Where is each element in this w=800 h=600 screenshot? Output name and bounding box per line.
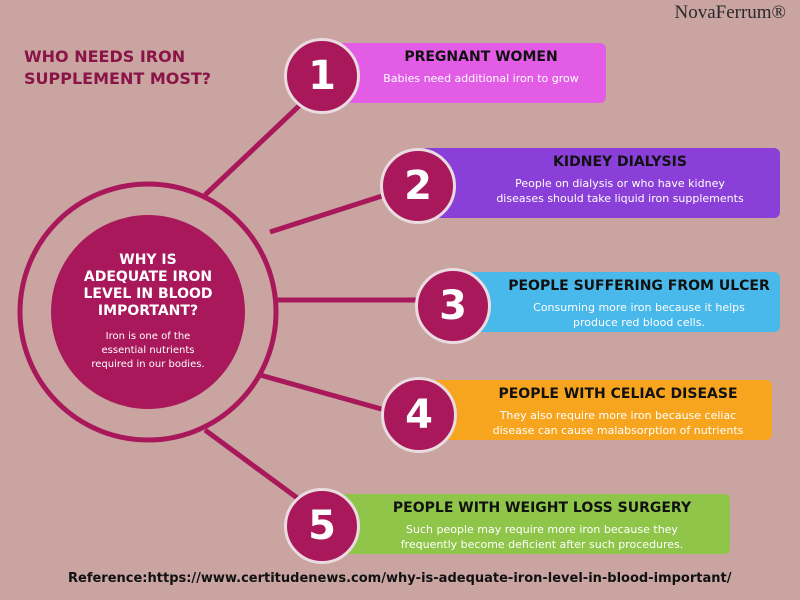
- center-circle: WHY IS ADEQUATE IRON LEVEL IN BLOOD IMPO…: [51, 215, 245, 409]
- outer-ring: [17, 181, 279, 443]
- item-number-4: 4: [381, 377, 457, 453]
- connector-4: [259, 372, 386, 413]
- brand-logo: NovaFerrum®: [674, 2, 786, 23]
- item-description-4: They also require more iron because celi…: [492, 409, 744, 437]
- item-card-4: PEOPLE WITH CELIAC DISEASE They also req…: [424, 380, 772, 440]
- item-card-1: PREGNANT WOMEN Babies need additional ir…: [336, 43, 606, 103]
- item-number-3: 3: [415, 268, 491, 344]
- item-number-2: 2: [380, 148, 456, 224]
- item-description-2: People on dialysis or who have kidney di…: [496, 177, 744, 205]
- center-description: Iron is one of the essential nutrients r…: [91, 331, 205, 370]
- item-card-5: PEOPLE WITH WEIGHT LOSS SURGERY Such peo…: [334, 494, 730, 554]
- connector-1: [203, 103, 302, 197]
- connector-5: [203, 427, 302, 503]
- connector-2: [269, 192, 386, 235]
- item-description-5: Such people may require more iron becaus…: [400, 523, 684, 551]
- reference-link[interactable]: Reference:https://www.certitudenews.com/…: [68, 571, 732, 586]
- item-title-4: PEOPLE WITH CELIAC DISEASE: [498, 386, 738, 402]
- item-title-3: PEOPLE SUFFERING FROM ULCER: [508, 278, 770, 294]
- item-title-2: KIDNEY DIALYSIS: [553, 154, 687, 170]
- item-card-2: KIDNEY DIALYSIS People on dialysis or wh…: [420, 148, 780, 218]
- main-question-heading: WHO NEEDS IRON SUPPLEMENT MOST?: [24, 47, 212, 88]
- item-title-5: PEOPLE WITH WEIGHT LOSS SURGERY: [392, 500, 692, 516]
- item-description-1: Babies need additional iron to grow: [383, 72, 579, 85]
- item-title-1: PREGNANT WOMEN: [404, 49, 558, 65]
- center-title: WHY IS ADEQUATE IRON LEVEL IN BLOOD IMPO…: [83, 252, 213, 319]
- item-description-3: Consuming more iron because it helps pro…: [533, 301, 745, 329]
- item-number-5: 5: [284, 488, 360, 564]
- item-card-3: PEOPLE SUFFERING FROM ULCER Consuming mo…: [468, 272, 780, 332]
- item-number-1: 1: [284, 38, 360, 114]
